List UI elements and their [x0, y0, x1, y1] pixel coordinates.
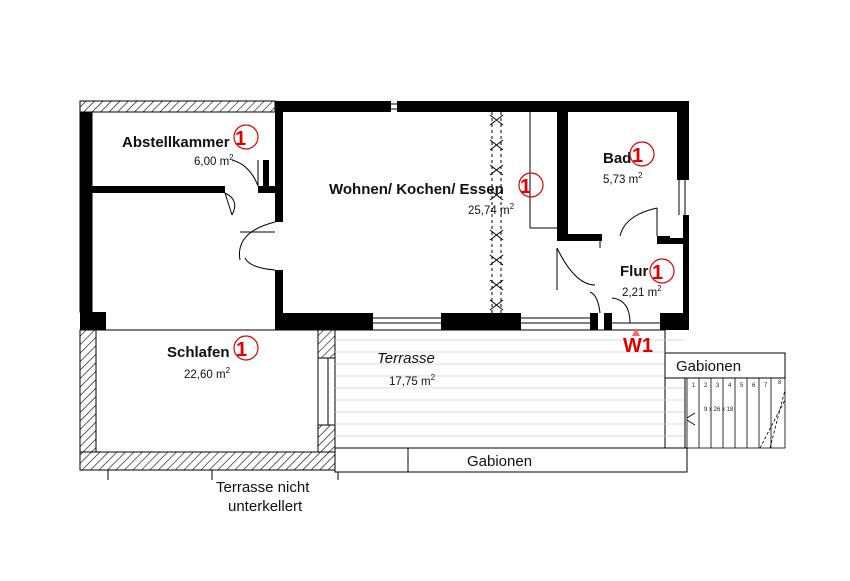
- svg-text:2: 2: [704, 383, 708, 389]
- gabion-right-box: [664, 352, 786, 379]
- room-name-abstellkammer: Abstellkammer: [122, 134, 230, 151]
- area-abstellkammer: 6,00 m2: [194, 153, 234, 168]
- window-marker-w1: W1: [623, 335, 653, 357]
- area-flur: 2,21 m2: [622, 284, 662, 299]
- svg-text:6: 6: [752, 383, 756, 389]
- svg-text:8: 8: [778, 380, 782, 386]
- terrace-note-line2: unterkellert: [228, 498, 303, 515]
- badge-bad: 1: [632, 145, 643, 167]
- terrace-deck: [334, 329, 686, 449]
- svg-text:3: 3: [716, 383, 720, 389]
- area-terrasse: 17,75 m2: [389, 373, 436, 388]
- room-name-bad: Bad: [603, 150, 631, 167]
- room-name-flur: Flur: [620, 263, 648, 280]
- badge-wohnen: 1: [520, 176, 531, 198]
- svg-text:1: 1: [692, 383, 696, 389]
- badge-circle-icon: [649, 258, 675, 284]
- gabionen-label-bottom: Gabionen: [467, 453, 532, 470]
- svg-text:7: 7: [764, 383, 768, 389]
- area-bad: 5,73 m2: [603, 171, 643, 186]
- gabionen-label-right: Gabionen: [676, 358, 741, 375]
- sliding-partition: [489, 112, 504, 313]
- solid-walls: [80, 101, 689, 330]
- room-name-schlafen: Schlafen: [167, 344, 230, 361]
- stair-numbers: 1 2 3 4 5 6 7 8: [692, 380, 782, 389]
- entrance-arrow-icon: [632, 328, 640, 336]
- badge-circle-icon: [629, 141, 655, 167]
- svg-text:5: 5: [740, 383, 744, 389]
- terrace-note-line1: Terrasse nicht: [216, 479, 310, 496]
- area-schlafen: 22,60 m2: [184, 366, 231, 381]
- badge-abstellkammer: 1: [235, 128, 246, 150]
- badge-circle-icon: [518, 172, 544, 198]
- svg-text:4: 4: [728, 383, 732, 389]
- room-name-terrasse: Terrasse: [377, 350, 435, 367]
- gabion-bottom-box: [334, 447, 688, 473]
- badge-schlafen: 1: [236, 339, 247, 361]
- area-wohnen: 25,74 m2: [468, 202, 515, 217]
- thin-lines: [224, 103, 686, 324]
- stairs: [686, 377, 786, 449]
- stair-dimension-label: 9 x 26 x 18: [704, 407, 734, 413]
- badge-flur: 1: [652, 262, 663, 284]
- badge-circle-icon: [233, 124, 259, 150]
- room-name-wohnen: Wohnen/ Kochen/ Essen: [329, 181, 504, 198]
- badge-circle-icon: [233, 335, 259, 361]
